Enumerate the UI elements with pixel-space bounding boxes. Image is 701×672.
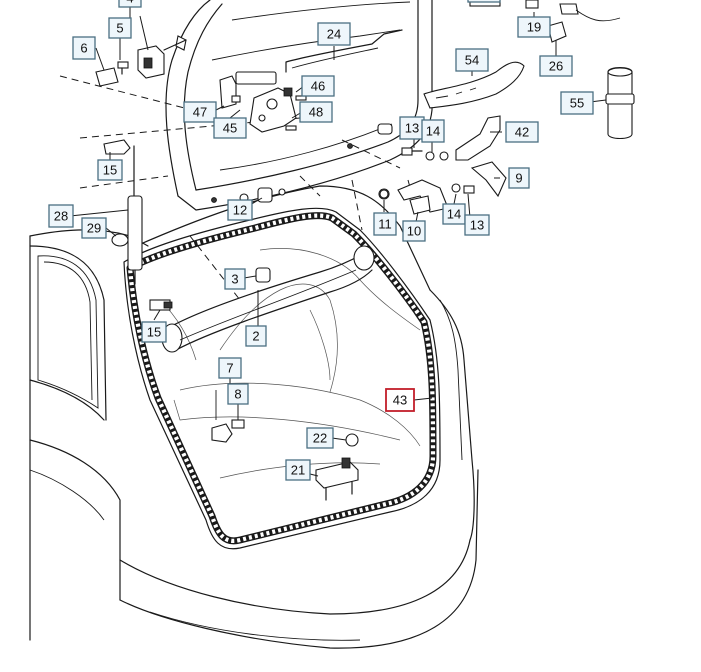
svg-text:48: 48 <box>309 105 323 120</box>
callout-13-lower[interactable]: 13 <box>464 214 490 236</box>
callout-10[interactable]: 10 <box>402 220 426 242</box>
callout-5[interactable]: 5 <box>108 17 132 39</box>
callout-26[interactable]: 26 <box>539 55 573 77</box>
svg-text:43: 43 <box>393 393 407 408</box>
callout-2[interactable]: 2 <box>245 325 267 347</box>
callout-9[interactable]: 9 <box>508 167 530 189</box>
svg-text:47: 47 <box>193 105 207 120</box>
callout-19[interactable]: 19 <box>517 16 551 38</box>
svg-text:13: 13 <box>405 121 419 136</box>
car-body <box>29 185 479 649</box>
callout-7[interactable]: 7 <box>218 357 242 379</box>
callout-11[interactable]: 11 <box>373 212 397 236</box>
svg-text:8: 8 <box>234 387 241 402</box>
svg-text:46: 46 <box>311 79 325 94</box>
callout-55[interactable]: 55 <box>560 91 594 115</box>
svg-text:5: 5 <box>116 21 123 36</box>
svg-text:4: 4 <box>126 0 133 6</box>
callout-6[interactable]: 6 <box>72 36 96 60</box>
svg-text:7: 7 <box>226 361 233 376</box>
callout-13-upper[interactable]: 13 <box>399 116 425 140</box>
svg-text:10: 10 <box>407 224 421 239</box>
callout-42[interactable]: 42 <box>505 121 539 143</box>
callout-3[interactable]: 3 <box>224 268 246 290</box>
svg-text:15: 15 <box>147 325 161 340</box>
callout-24[interactable]: 24 <box>317 22 351 46</box>
callout-20[interactable]: 20 <box>467 0 501 3</box>
svg-text:22: 22 <box>313 431 327 446</box>
callout-12[interactable]: 12 <box>227 199 253 221</box>
svg-text:3: 3 <box>231 272 238 287</box>
callout-22[interactable]: 22 <box>306 427 334 449</box>
svg-text:14: 14 <box>426 124 440 139</box>
svg-text:21: 21 <box>291 463 305 478</box>
svg-text:12: 12 <box>233 203 247 218</box>
svg-text:42: 42 <box>515 125 529 140</box>
callout-47[interactable]: 47 <box>183 101 217 123</box>
callout-4[interactable]: 4 <box>118 0 142 8</box>
svg-text:24: 24 <box>327 27 341 42</box>
callout-21[interactable]: 21 <box>285 459 311 481</box>
svg-text:55: 55 <box>570 96 584 111</box>
callout-54[interactable]: 54 <box>455 48 489 72</box>
callout-14-lower[interactable]: 14 <box>442 203 466 225</box>
svg-text:26: 26 <box>549 59 563 74</box>
svg-text:19: 19 <box>527 20 541 35</box>
svg-text:54: 54 <box>465 53 479 68</box>
svg-text:29: 29 <box>87 221 101 236</box>
svg-text:13: 13 <box>470 218 484 233</box>
svg-text:28: 28 <box>54 209 68 224</box>
callout-15-upper[interactable]: 15 <box>97 159 123 181</box>
callout-8[interactable]: 8 <box>227 383 249 405</box>
svg-text:2: 2 <box>252 329 259 344</box>
callout-15-lower[interactable]: 15 <box>141 321 167 343</box>
callout-14-upper[interactable]: 14 <box>421 119 445 143</box>
callout-28[interactable]: 28 <box>48 204 74 228</box>
callout-46[interactable]: 46 <box>301 75 335 97</box>
reference-lines <box>59 75 417 301</box>
svg-text:15: 15 <box>103 163 117 178</box>
svg-text:11: 11 <box>378 217 392 232</box>
cargo-area <box>123 207 441 550</box>
svg-text:6: 6 <box>80 41 87 56</box>
callout-48[interactable]: 48 <box>299 101 333 123</box>
callout-29[interactable]: 29 <box>81 217 107 239</box>
callout-43[interactable]: 43 <box>385 388 415 412</box>
parts <box>95 0 635 501</box>
svg-text:14: 14 <box>447 207 461 222</box>
callout-45[interactable]: 45 <box>213 117 247 139</box>
svg-text:9: 9 <box>515 171 522 186</box>
svg-text:45: 45 <box>223 121 237 136</box>
